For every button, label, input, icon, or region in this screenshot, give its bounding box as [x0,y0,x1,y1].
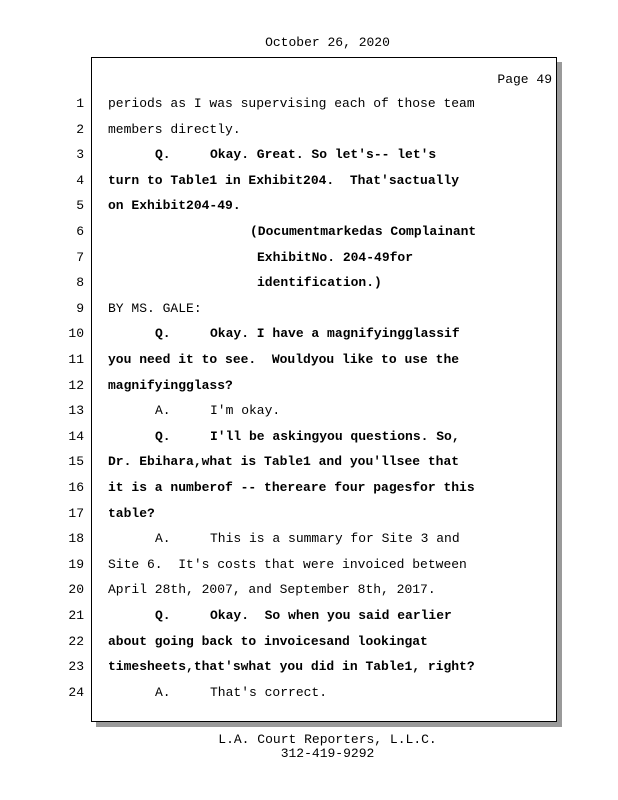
line-text: Site 6. It's costs that were invoiced be… [108,556,467,572]
line-number: 23 [68,659,84,675]
line-number: 20 [68,582,84,598]
line-text: magnifyingglass? [108,377,233,393]
line-text: Dr. Ebihara,what is Table1 and you'llsee… [108,454,460,470]
transcript-page [91,57,557,722]
line-text: table? [108,505,155,521]
line-number: 16 [68,480,84,495]
line-text: That's correct. [210,684,328,700]
footer: L.A. Court Reporters, L.L.C. 312-419-929… [0,733,618,761]
line-text: you need it to see. Wouldyou like to use… [108,352,460,367]
line-number: 17 [68,505,84,521]
line-number: 14 [68,428,84,444]
line-text: turn to Table1 in Exhibit204. That'sactu… [108,172,460,188]
page-number: Page 49 [497,72,552,87]
line-text: (Documentmarkedas Complainant [250,224,477,239]
line-number: 21 [68,608,84,623]
transcript-date: October 26, 2020 [265,35,390,50]
line-number: 3 [76,147,84,163]
line-number: 24 [68,684,84,700]
line-number: 10 [68,326,84,342]
line-text: BY MS. GALE: [108,300,202,316]
speaker-label: Q. [155,326,171,342]
line-number: 9 [76,300,84,316]
line-text: periods as I was supervising each of tho… [108,96,475,111]
line-text: members directly. [108,121,241,137]
speaker-label: Q. [155,428,171,444]
footer-phone: 312-419-9292 [280,746,375,761]
line-number: 7 [76,249,84,265]
footer-company: L.A. Court Reporters, L.L.C. [218,732,437,747]
line-text: I'll be askingyou questions. So, [210,428,460,444]
speaker-label: A. [155,531,171,547]
line-number: 13 [68,403,84,419]
line-number: 1 [76,96,84,111]
line-text: timesheets,that'swhat you did in Table1,… [108,659,475,675]
speaker-label: A. [155,403,171,419]
speaker-label: Q. [155,608,171,623]
speaker-label: A. [155,684,171,700]
line-number: 5 [76,198,84,214]
line-text: about going back to invoicesand lookinga… [108,633,428,649]
line-text: This is a summary for Site 3 and [210,531,460,547]
line-number: 4 [76,172,84,188]
line-number: 11 [68,352,84,367]
line-text: it is a numberof -- thereare four pagesf… [108,480,475,495]
line-text: on Exhibit204-49. [108,198,241,214]
line-number: 22 [68,633,84,649]
line-number: 19 [68,556,84,572]
line-number: 15 [68,454,84,470]
line-text: April 28th, 2007, and September 8th, 201… [108,582,436,598]
line-number: 6 [76,224,84,239]
line-text: identification.) [257,275,382,291]
line-number: 2 [76,121,84,137]
line-text: Okay. Great. So let's-- let's [210,147,437,163]
line-number: 12 [68,377,84,393]
line-text: Okay. So when you said earlier [210,608,452,623]
line-text: Okay. I have a magnifyingglassif [210,326,460,342]
line-text: I'm okay. [210,403,281,419]
line-number: 8 [76,275,84,291]
line-text: ExhibitNo. 204-49for [257,249,414,265]
speaker-label: Q. [155,147,171,163]
line-number: 18 [68,531,84,547]
